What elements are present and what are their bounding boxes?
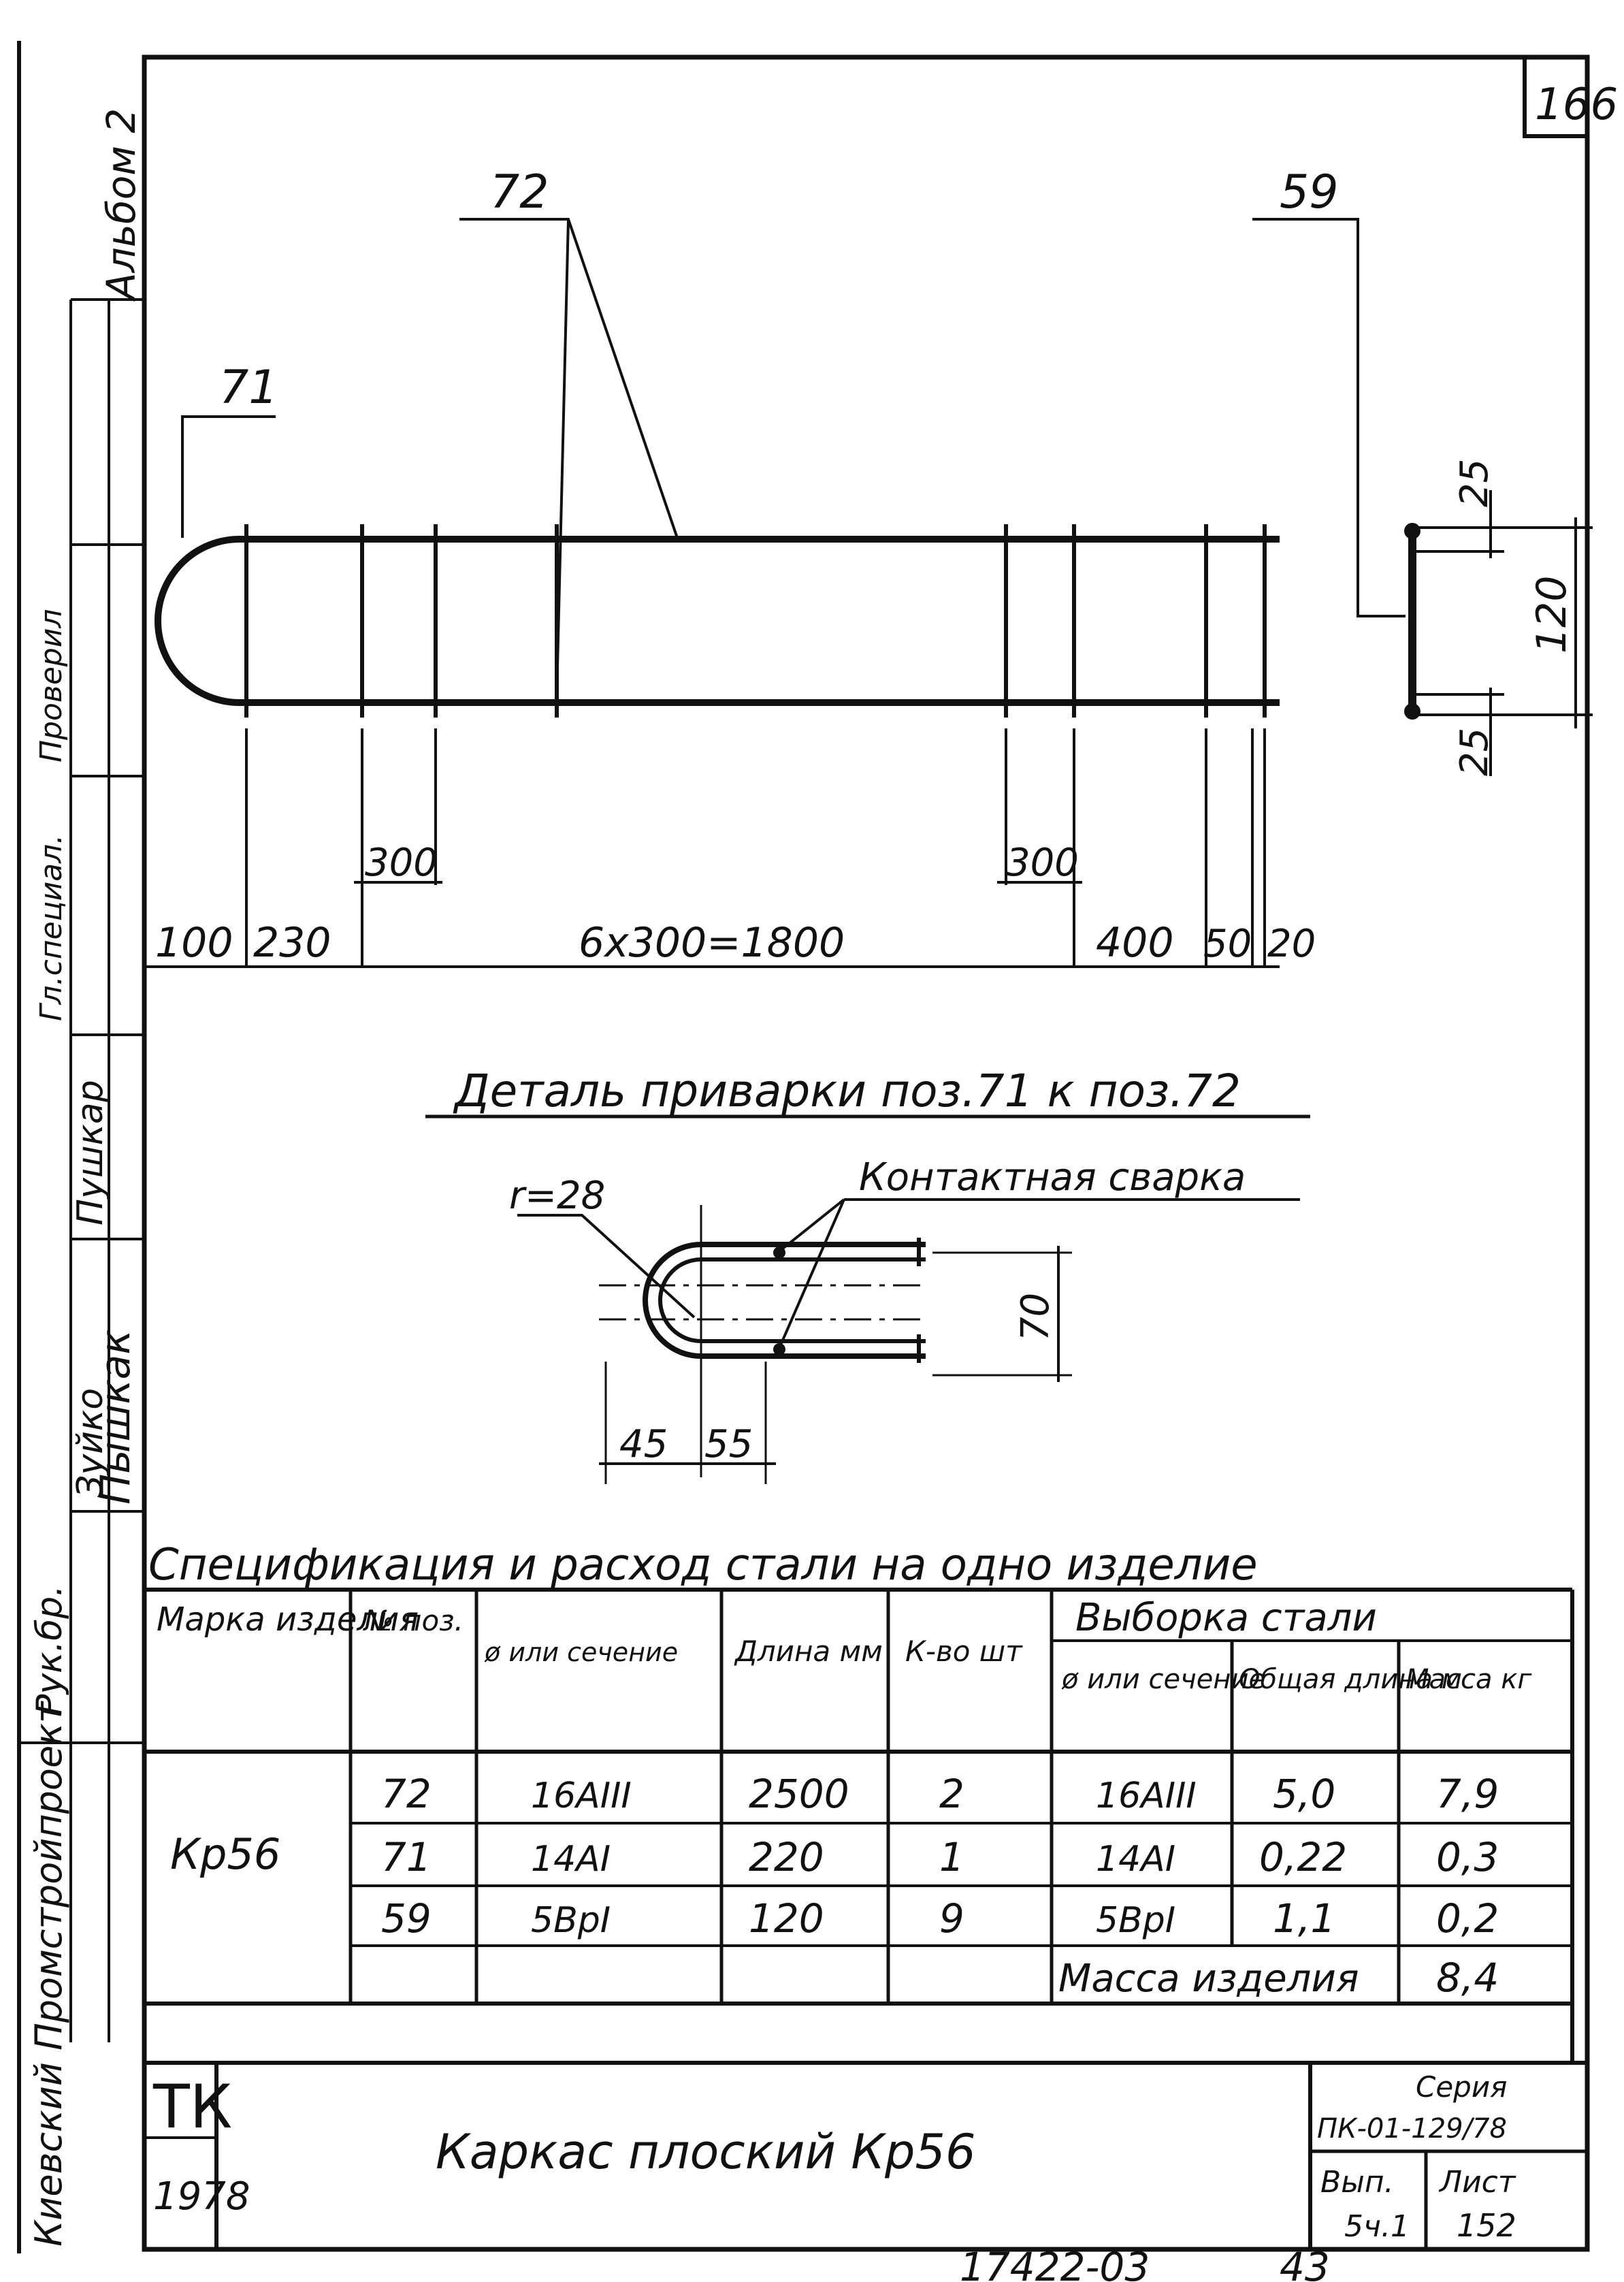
title-block-grid	[144, 2063, 1587, 2249]
series-value: ПК-01-129/78	[1317, 2113, 1507, 2144]
row1-sel-mass: 7,9	[1436, 1771, 1499, 1817]
dim-55: 55	[704, 1422, 753, 1466]
spec-title: Спецификация и расход стали на одно изде…	[148, 1540, 1258, 1590]
mass-label: Масса изделия	[1058, 1957, 1359, 2001]
row2-pos: 71	[381, 1834, 432, 1880]
row2-sel-section: 14AI	[1096, 1839, 1175, 1880]
cross-rods	[244, 524, 1267, 718]
sheet-label: Лист	[1438, 2165, 1516, 2200]
pos59-label: 59	[1280, 165, 1339, 219]
issue-value: 5ч.1	[1344, 2209, 1410, 2244]
weld-label: Контактная сварка	[859, 1155, 1246, 1200]
stamp-row-3: Проверил	[34, 609, 69, 762]
row3-section: 5BpI	[531, 1900, 611, 1941]
sheet-number-box	[1523, 57, 1587, 138]
tk-label: ТК	[152, 2072, 232, 2142]
hdr-sel-mass: Масса кг	[1406, 1664, 1532, 1695]
stamp-row-1: Рук.бр.	[29, 1585, 70, 1716]
dim-300-left: 300	[365, 841, 438, 885]
hdr-qty: К-во шт	[905, 1635, 1023, 1668]
weld-detail	[425, 1114, 1310, 1484]
spec-row-1: 72 16AIII 2500 2 16AIII 5,0 7,9	[381, 1771, 1499, 1817]
dim-45: 45	[619, 1422, 668, 1466]
stamp-name-2: Пушкар	[70, 1080, 111, 1225]
hdr-pos: № поз.	[363, 1604, 464, 1637]
hdr-section: ø или сечение	[484, 1637, 678, 1667]
hdr-mark: Марка изделия	[157, 1601, 419, 1639]
row2-qty: 1	[939, 1834, 964, 1880]
spec-row-2: 71 14AI 220 1 14AI 0,22 0,3	[381, 1834, 1499, 1880]
album-label: Альбом 2	[98, 108, 144, 302]
issue-label: Вып.	[1320, 2165, 1394, 2200]
footer-code: 17422-03	[960, 2244, 1150, 2282]
mass-value: 8,4	[1436, 1955, 1499, 2001]
side-stamp	[17, 41, 144, 2253]
series-label: Серия	[1416, 2070, 1507, 2104]
dim-70: 70	[1013, 1293, 1058, 1341]
row1-pos: 72	[381, 1771, 432, 1817]
row2-length: 220	[749, 1834, 824, 1880]
sheet-frame	[142, 54, 1590, 2252]
row3-qty: 9	[939, 1895, 964, 1942]
row1-section: 16AIII	[531, 1775, 632, 1816]
dim-25-top: 25	[1452, 459, 1497, 507]
spec-row-3: 59 5BpI 120 9 5BpI 1,1 0,2	[381, 1895, 1499, 1942]
pos72-label: 72	[490, 165, 549, 219]
row3-sel-total: 1,1	[1273, 1895, 1335, 1942]
detail-title: Деталь приварки поз.71 к поз.72	[453, 1065, 1241, 1117]
bent-end	[155, 536, 240, 706]
spec-mark: Кр56	[170, 1829, 280, 1879]
row1-qty: 2	[939, 1771, 964, 1817]
cross-section-view	[1404, 490, 1593, 776]
hdr-sel-total: Общая длина м	[1239, 1664, 1462, 1695]
row3-sel-mass: 0,2	[1436, 1895, 1499, 1942]
dim-120: 120	[1528, 575, 1576, 654]
spec-table-grid	[144, 1588, 1587, 2065]
dim-6x300: 6х300=1800	[579, 919, 845, 967]
row2-sel-total: 0,22	[1259, 1834, 1347, 1880]
row2-sel-mass: 0,3	[1436, 1834, 1499, 1880]
row3-length: 120	[749, 1895, 824, 1942]
row3-sel-section: 5BpI	[1096, 1900, 1175, 1941]
drawing-name: Каркас плоский Кр56	[436, 2124, 975, 2180]
row2-section: 14AI	[531, 1839, 611, 1880]
row1-sel-section: 16AIII	[1096, 1775, 1197, 1816]
stamp-row-2: Гл.специал.	[34, 835, 69, 1021]
hdr-length: Длина мм	[734, 1635, 883, 1668]
year: 1978	[153, 2174, 250, 2219]
pos71-label: 71	[219, 361, 278, 415]
stamp-name-1: Зуйко	[70, 1388, 111, 1498]
hdr-sel-section: ø или сечение	[1061, 1664, 1265, 1695]
row1-sel-total: 5,0	[1273, 1771, 1335, 1817]
hdr-selection: Выборка стали	[1075, 1596, 1377, 1640]
dim-100: 100	[155, 919, 233, 967]
footer-page: 43	[1280, 2244, 1330, 2282]
dim-50: 50	[1203, 922, 1252, 966]
stamp-name-3: Пышкак	[92, 1330, 140, 1505]
dim-230: 230	[253, 919, 331, 967]
sheet-number: 166	[1535, 80, 1618, 130]
dim-25-bottom: 25	[1452, 728, 1497, 776]
dim-400: 400	[1096, 919, 1174, 967]
dim-20: 20	[1267, 922, 1316, 966]
stamp-org: Киевский Промстройпроект	[27, 1701, 70, 2247]
dim-300-right: 300	[1006, 841, 1079, 885]
sheet-value: 152	[1457, 2207, 1516, 2244]
detail-radius: r=28	[509, 1174, 605, 1218]
row1-length: 2500	[749, 1771, 849, 1817]
frame-drawing	[146, 218, 1593, 968]
row3-pos: 59	[381, 1895, 432, 1942]
